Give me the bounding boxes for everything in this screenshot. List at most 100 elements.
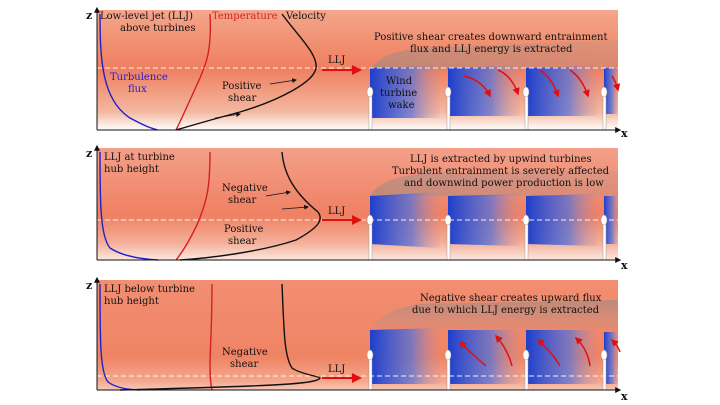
shear-label: Negative shear: [222, 347, 271, 370]
shear-line: Negative: [222, 347, 268, 358]
note-line: LLJ is extracted by upwind turbines: [410, 154, 592, 165]
wake-line: wake: [388, 100, 415, 111]
turbine-tower: [446, 91, 451, 131]
shear-line: shear: [228, 195, 256, 206]
shear-arrow: [265, 190, 291, 197]
wake-line: Wind: [386, 76, 413, 87]
turbine-rotor: [600, 86, 608, 98]
turbulence-line: flux: [128, 84, 147, 95]
panel-llj-below-hub-height: z x LLJ below turbine hub height Negativ…: [86, 276, 628, 403]
downward-flux-arrow: [539, 69, 560, 98]
panel-note: LLJ is extracted by upwind turbines Turb…: [392, 154, 612, 189]
entrainment-zone: [370, 300, 618, 330]
shear-line: shear: [228, 93, 256, 104]
shear-line: shear: [230, 359, 258, 370]
turbine-tower: [602, 219, 607, 261]
velocity-profile: [119, 283, 321, 391]
turbines: [366, 349, 608, 391]
note-line: and downwind power production is low: [404, 178, 604, 189]
note-line: due to which LLJ energy is extracted: [412, 305, 600, 316]
turbine-tower: [602, 91, 607, 131]
shear-label: Positive shear: [222, 81, 265, 104]
llj-label: LLJ: [328, 364, 345, 375]
wake: [370, 328, 440, 384]
note-line: flux and LLJ energy is extracted: [410, 44, 573, 55]
llj-label: LLJ: [328, 206, 345, 217]
shear-arrow: [214, 112, 241, 119]
note-line: Negative shear creates upward flux: [420, 293, 602, 304]
turbine-rotor: [600, 349, 608, 361]
turbine-rotor: [444, 349, 452, 361]
title-line: Low-level jet (LLJ): [100, 11, 193, 22]
title-line: LLJ at turbine: [104, 152, 175, 163]
shear-line: Positive: [222, 81, 262, 92]
wake: [526, 66, 598, 116]
z-axis-label: z: [86, 147, 92, 160]
note-line: Positive shear creates downward entrainm…: [374, 32, 607, 43]
turbine-tower: [524, 219, 529, 261]
velocity-profile: [175, 13, 317, 131]
x-axis-label: x: [621, 127, 628, 140]
turbine-tower: [524, 91, 529, 131]
shear-line: Positive: [224, 224, 264, 235]
turbine-rotor: [444, 86, 452, 98]
flux-arrows: [458, 334, 621, 367]
panel-llj-at-hub-height: z x LLJ at turbine hub height Negative s…: [86, 144, 628, 272]
upward-flux-arrow: [495, 334, 513, 367]
upward-flux-arrow: [458, 340, 487, 367]
turbine-rotor: [366, 86, 374, 98]
entrainment-zone: [370, 40, 618, 70]
z-axis-label: z: [86, 279, 92, 292]
entrainment-zone: [370, 170, 618, 196]
turbine-tower: [446, 219, 451, 261]
upward-flux-arrow: [536, 339, 561, 367]
turbulence-label: Turbulence flux: [110, 72, 171, 95]
note-line: Turbulent entrainment is severely affect…: [392, 166, 610, 177]
shear-line: shear: [228, 236, 256, 247]
upward-flux-arrow: [574, 336, 591, 367]
shear-arrow: [269, 78, 297, 85]
turbine-tower: [602, 354, 607, 391]
title-line: LLJ below turbine: [104, 284, 195, 295]
panel-title: LLJ at turbine hub height: [104, 152, 178, 175]
panel-title: LLJ below turbine hub height: [104, 284, 198, 307]
downward-flux-arrow: [611, 75, 621, 92]
x-axis-label: x: [621, 390, 628, 403]
downward-flux-arrow: [569, 69, 590, 98]
shear-label: Negative shear: [222, 183, 271, 206]
downward-flux-arrow: [497, 69, 520, 96]
temperature-label: Temperature: [212, 11, 278, 22]
wake: [448, 66, 520, 116]
flux-arrows: [463, 69, 621, 98]
temperature-profile: [175, 151, 211, 261]
title-line: above turbines: [120, 23, 195, 34]
turbine-rotor: [522, 86, 530, 98]
x-axis-label: x: [621, 259, 628, 272]
panel-note: Positive shear creates downward entrainm…: [374, 32, 611, 55]
turbulence-profile: [99, 13, 159, 131]
turbine-tower: [368, 219, 373, 261]
turbine-tower: [524, 354, 529, 391]
panel-note: Negative shear creates upward flux due t…: [412, 293, 605, 316]
velocity-profile: [179, 151, 321, 261]
shear-arrow: [281, 204, 309, 210]
velocity-label: Velocity: [285, 11, 326, 22]
title-line: hub height: [104, 164, 159, 175]
upward-flux-arrow: [610, 338, 621, 353]
wake-label: Wind turbine wake: [380, 76, 420, 111]
turbine-rotor: [522, 349, 530, 361]
wake-line: turbine: [380, 88, 417, 99]
turbulence-profile: [99, 151, 159, 261]
temperature-profile: [209, 283, 213, 391]
title-line: hub height: [104, 296, 159, 307]
llj-label: LLJ: [328, 55, 345, 66]
turbine-tower: [446, 354, 451, 391]
wake: [370, 66, 440, 118]
turbine-tower: [368, 354, 373, 391]
turbine-rotor: [366, 349, 374, 361]
z-axis-label: z: [86, 9, 92, 22]
temperature-profile: [175, 13, 212, 131]
panel-llj-above-turbines: z x Low-level jet (LLJ) above turbines T…: [86, 6, 628, 140]
shear-label: Positive shear: [224, 224, 267, 247]
